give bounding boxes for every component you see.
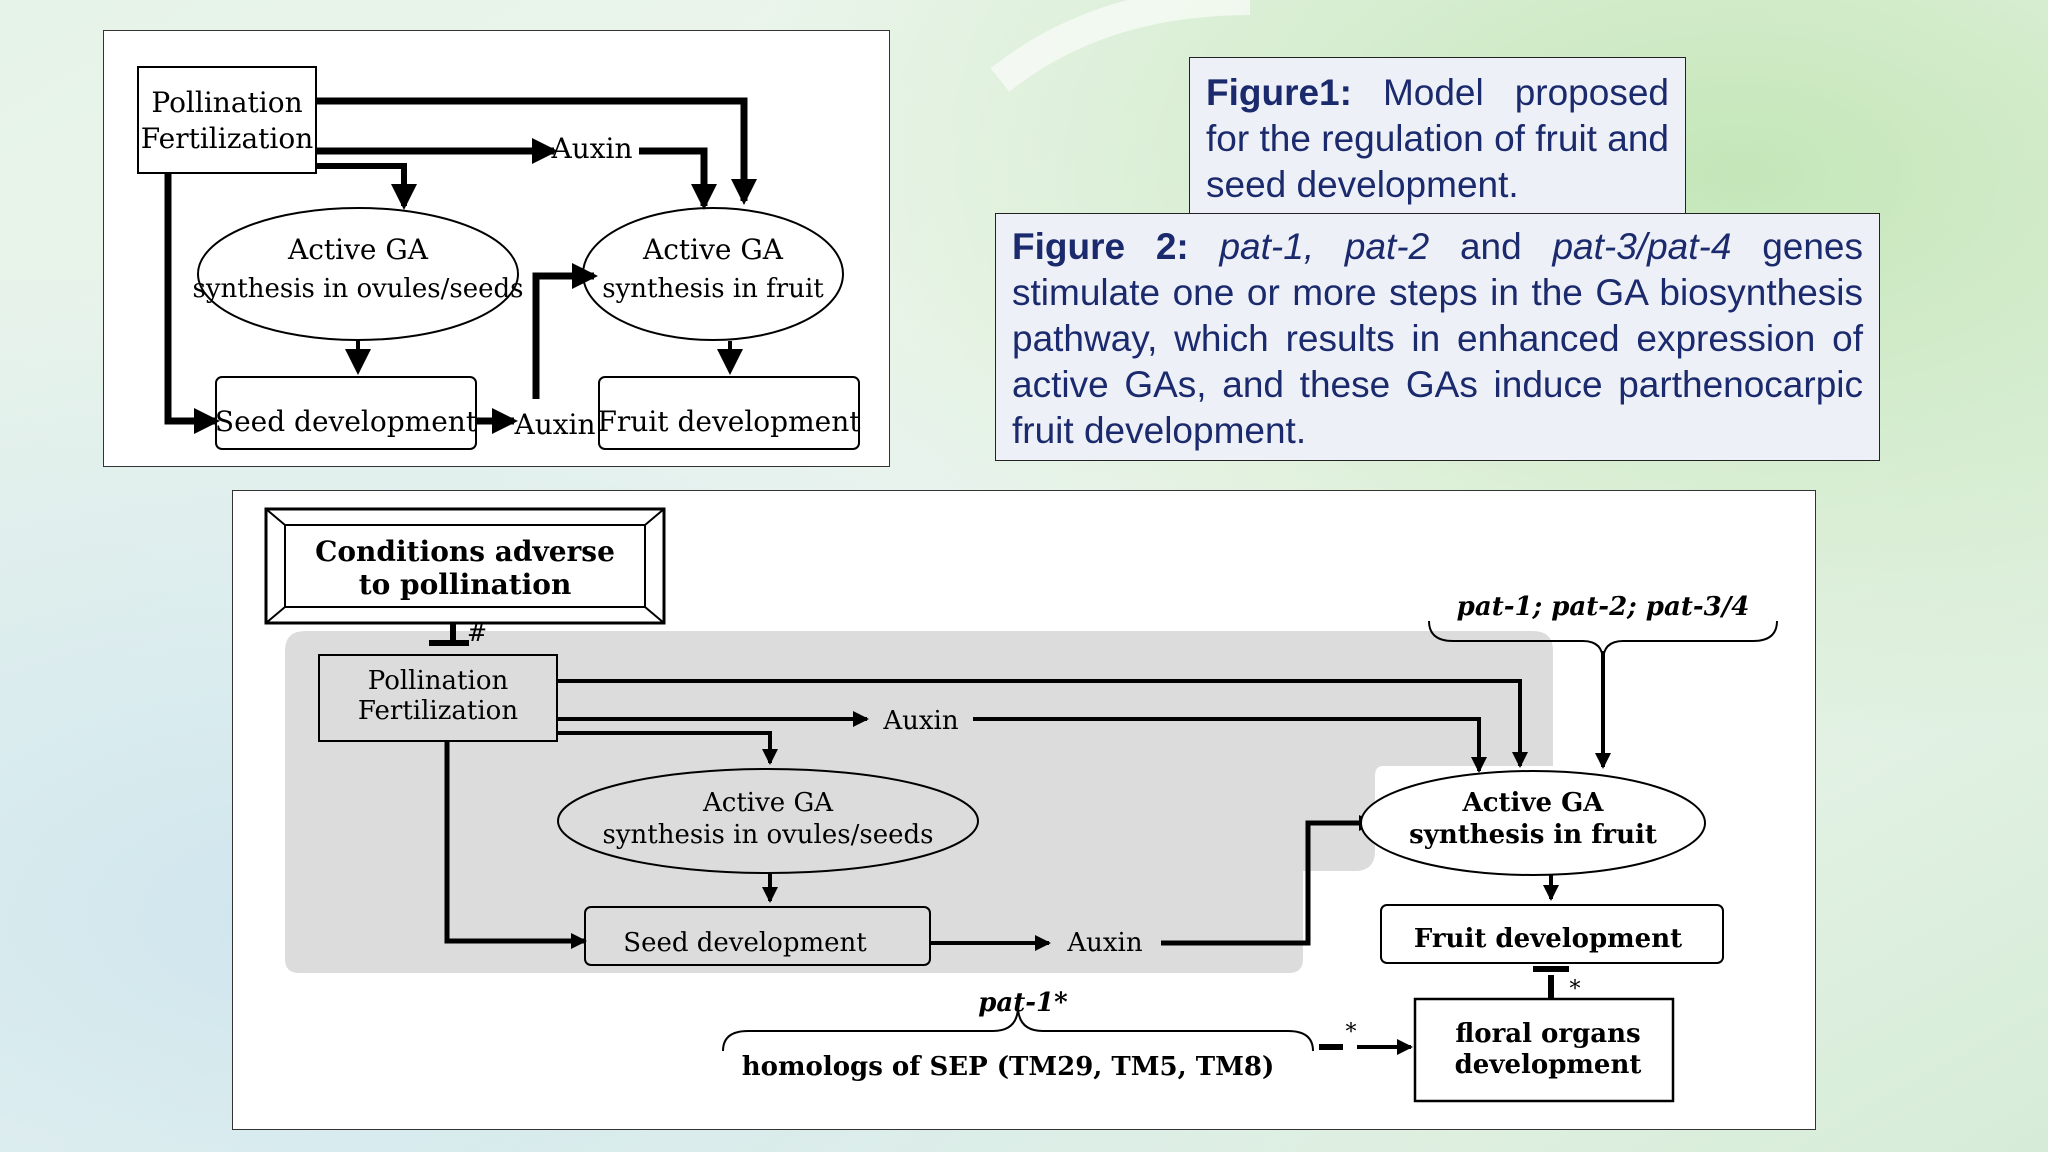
seed-development-label-2: Seed development [623,928,867,958]
figure1-text: Model proposed for the regulation of fru… [1206,72,1669,205]
pollination-box-2 [318,654,558,742]
ga-fruit-label-2: synthesis in fruit [602,274,824,304]
ga-ovules-label-2b: synthesis in ovules/seeds [603,820,934,850]
fertilization-label: Fertilization [141,122,314,155]
pollination-label-2: Pollination [368,666,509,696]
seed-development-box-2 [584,906,931,966]
auxin-bottom-label-2: Auxin [1066,928,1143,958]
figure2-text: genes stimulate one or more steps in the… [1012,226,1864,451]
conditions-label-1: Conditions adverse [315,535,615,568]
figure1-caption: Figure1: Model proposed for the regulati… [1189,57,1686,215]
conditions-box [264,507,666,625]
fruit-development-box [598,376,860,450]
seed-development-box [215,376,477,450]
pollination-box [137,66,317,174]
ga-fruit-label-1: Active GA [642,233,784,266]
auxin-top-label-2: Auxin [882,706,959,736]
gene-pat34: pat-3/pat-4 [1552,226,1732,267]
figure2-label: Figure 2: [1012,226,1189,267]
fruit-development-label-2: Fruit development [1414,924,1682,954]
pollination-label: Pollination [151,86,302,119]
figure1-diagram: Pollination Fertilization Auxin Active G… [103,30,890,467]
figure2-diagram: Conditions adverse to pollination # Poll… [232,490,1816,1130]
homologs-brace [722,1005,1314,1052]
and-text: and [1429,226,1553,267]
star-fruit: * [1570,977,1581,1002]
star-mid: * [1346,1020,1357,1045]
ga-ovules-label-1: Active GA [287,233,429,266]
floral-label-1: floral organs [1455,1019,1640,1049]
genes-top-label: pat-1; pat-2; pat-3/4 [1457,592,1750,622]
ga-fruit-label-2b: synthesis in fruit [1409,820,1657,850]
active-ga-ovules-ellipse [197,207,519,341]
fertilization-label-2: Fertilization [358,696,518,726]
ga-ovules-label-2a: Active GA [702,788,834,818]
auxin-top-label: Auxin [550,132,632,165]
ga-fruit-label-2a: Active GA [1462,788,1605,818]
figure1-label: Figure1: [1206,72,1352,113]
fruit-development-label: Fruit development [598,405,862,438]
pat1-star-label: pat-1* [978,988,1068,1018]
ga-ovules-label-2: synthesis in ovules/seeds [193,274,524,304]
figure2-caption: Figure 2: pat-1, pat-2 and pat-3/pat-4 g… [995,213,1880,461]
auxin-bottom-label: Auxin [513,408,595,441]
fruit-development-box-2 [1380,904,1724,964]
floral-label-2: development [1455,1050,1642,1080]
gene-pat2: pat-2 [1344,226,1430,267]
conditions-label-2: to pollination [359,568,572,601]
seed-development-label: Seed development [215,405,478,438]
gene-pat1: pat-1, [1219,226,1315,267]
homologs-label: homologs of SEP (TM29, TM5, TM8) [742,1052,1275,1082]
floral-organs-box [1413,997,1675,1103]
hash-mark: # [467,619,487,647]
active-ga-fruit-ellipse-2 [1360,770,1706,876]
